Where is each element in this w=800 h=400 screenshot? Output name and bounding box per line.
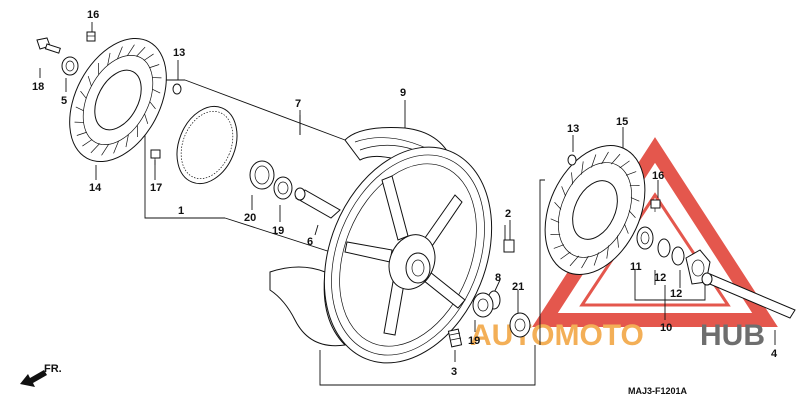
seal-19-left	[273, 176, 293, 200]
disc-slot	[593, 252, 599, 266]
disc-slot	[624, 223, 629, 234]
callout-11: 11	[630, 261, 642, 273]
callout-13-right: 13	[567, 123, 579, 135]
disc-slot	[76, 131, 87, 136]
callout-16-right: 16	[652, 170, 664, 182]
bearing-21	[509, 312, 531, 338]
disc-slot	[82, 139, 93, 147]
callout-12-b: 12	[670, 288, 682, 300]
callout-8: 8	[495, 272, 501, 284]
assembly-lines	[39, 22, 776, 386]
callout-17: 17	[150, 182, 162, 194]
callout-19-left: 19	[272, 225, 284, 237]
callout-20: 20	[244, 212, 256, 224]
bolt-16-right	[650, 199, 661, 212]
disc-slot	[75, 106, 84, 112]
disc-slot	[101, 143, 110, 156]
disc-slot	[553, 244, 565, 249]
callout-7: 7	[295, 98, 301, 110]
callout-labels: 16 13 18 5 7 9 14 17 1 20 19 6 2 8 21 19…	[32, 9, 778, 378]
left-brake-disc	[69, 37, 167, 163]
wheel-rim	[323, 146, 493, 364]
washer-13-right	[567, 154, 577, 166]
disc-slot	[144, 114, 149, 125]
disc-slot	[611, 153, 621, 165]
collar-5	[61, 56, 79, 76]
disc-slot	[90, 143, 100, 154]
callout-13-left: 13	[173, 47, 185, 59]
disc-slot	[117, 46, 123, 60]
callout-16-left: 16	[87, 9, 99, 21]
disc-slot	[152, 88, 161, 94]
washer-12b	[671, 246, 685, 266]
disc-slot	[571, 172, 574, 185]
direction-label: FR.	[44, 363, 62, 375]
washer-12a	[657, 238, 671, 258]
callout-6: 6	[307, 236, 313, 248]
disc-slot	[560, 251, 571, 260]
front-direction-arrow: FR.	[20, 363, 62, 387]
callout-21: 21	[512, 281, 524, 293]
disc-slot	[625, 171, 637, 176]
bearing-20	[249, 160, 275, 190]
callout-2: 2	[505, 208, 511, 220]
washer-13-left	[172, 83, 182, 95]
watermark-text-automoto: AUTOMOTO	[470, 319, 644, 352]
disc-slot	[107, 52, 111, 66]
callout-1: 1	[178, 205, 184, 217]
pulser-ring	[176, 105, 238, 185]
callout-19-right: 19	[468, 335, 480, 347]
callout-15: 15	[616, 116, 628, 128]
bolt-17	[150, 149, 161, 165]
disc-slot	[591, 154, 597, 168]
disc-slot	[87, 75, 92, 86]
disc-slot	[619, 160, 630, 169]
disc-slot	[628, 210, 636, 218]
disc-slot	[569, 255, 579, 267]
disc-slot	[601, 151, 609, 165]
disc-slot	[606, 245, 609, 259]
disc-slot	[149, 64, 160, 69]
axle-sleeve-6	[294, 187, 341, 219]
disc-slot	[581, 161, 584, 175]
callout-18: 18	[32, 81, 44, 93]
callout-14: 14	[89, 182, 102, 194]
disc-slot	[561, 186, 566, 197]
callout-10: 10	[660, 322, 672, 334]
disc-slot	[550, 218, 560, 223]
disc-slot	[581, 255, 589, 269]
inner-fender	[269, 266, 347, 347]
disc-slot	[126, 44, 135, 57]
watermark-text-hub: HUB	[700, 319, 765, 352]
callout-4: 4	[771, 348, 778, 360]
bolt-18	[36, 37, 61, 54]
valve-2	[503, 239, 515, 253]
axle-4	[701, 272, 796, 319]
gear-11	[636, 226, 654, 250]
disc-slot	[125, 134, 129, 148]
callout-3: 3	[451, 366, 457, 378]
disc-slot	[630, 197, 640, 202]
disc-slot	[80, 90, 87, 99]
disc-slot	[113, 140, 119, 154]
callout-12-a: 12	[654, 272, 666, 284]
right-brake-disc	[544, 145, 646, 275]
callout-9: 9	[400, 87, 406, 99]
disc-slot	[149, 101, 156, 110]
disc-slot	[136, 46, 146, 57]
callout-5: 5	[61, 95, 67, 107]
disc-slot	[616, 235, 619, 248]
disc-slot	[554, 202, 562, 210]
valve-stem-3	[447, 328, 463, 348]
diagram-code: MAJ3-F1201A	[628, 386, 688, 396]
bolt-16-left	[86, 31, 96, 42]
seal-19-right	[472, 292, 494, 318]
disc-slot	[143, 53, 154, 61]
